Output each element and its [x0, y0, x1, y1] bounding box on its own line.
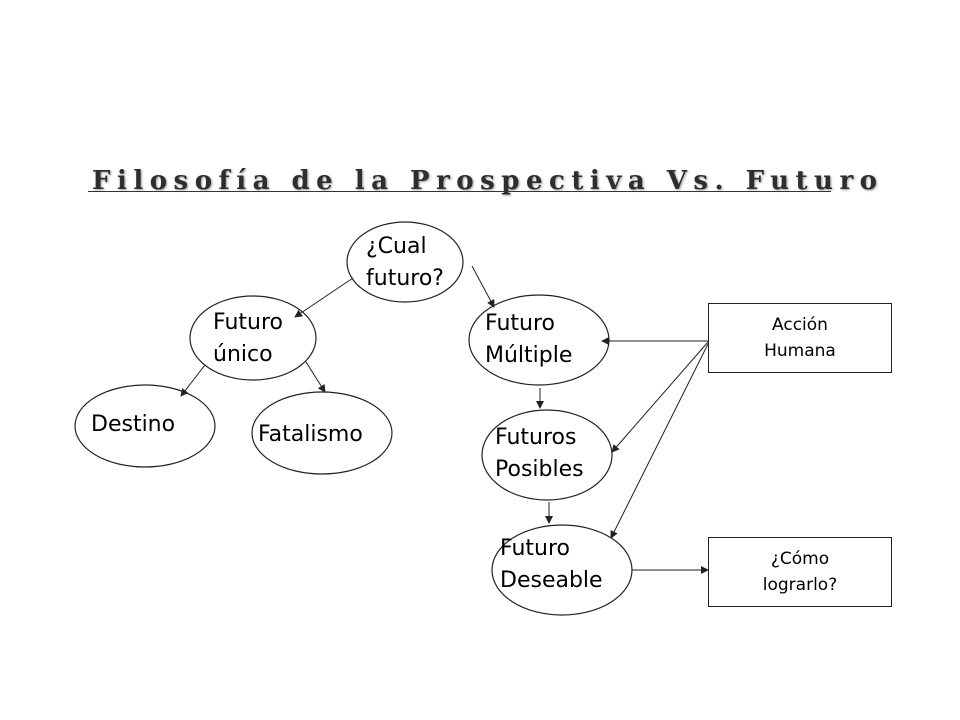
node-futuros-posibles-shape [481, 409, 613, 501]
node-destino-shape [74, 384, 216, 468]
node-futuro-unico-shape [189, 295, 317, 381]
node-futuro-deseable-label: Futuro Deseable [500, 536, 603, 593]
arrow-accion-to-posibles [611, 341, 709, 453]
node-futuro-multiple-shape [468, 294, 610, 386]
node-destino-label: Destino [91, 412, 176, 437]
arrow-cual-to-unico [294, 277, 354, 318]
node-futuro-unico-label: Futuro único [213, 310, 283, 367]
node-futuro-multiple-label: Futuro Múltiple [485, 311, 573, 368]
node-futuros-posibles-label: Futuros Posibles [495, 425, 584, 482]
node-cual-futuro-shape [346, 221, 464, 303]
box-accion-humana: Acción Humana [708, 303, 892, 373]
arrow-unico-to-fatalismo [305, 361, 326, 393]
title-underline [88, 191, 831, 192]
arrow-cual-to-multiple [471, 265, 495, 308]
arrow-accion-to-deseable [610, 343, 709, 539]
box-como-lograrlo: ¿Cómo lograrlo? [708, 537, 892, 607]
node-cual-futuro-label: ¿Cual futuro? [366, 234, 444, 291]
arrow-unico-to-destino [180, 364, 206, 397]
node-fatalismo-label: Fatalismo [258, 422, 363, 447]
